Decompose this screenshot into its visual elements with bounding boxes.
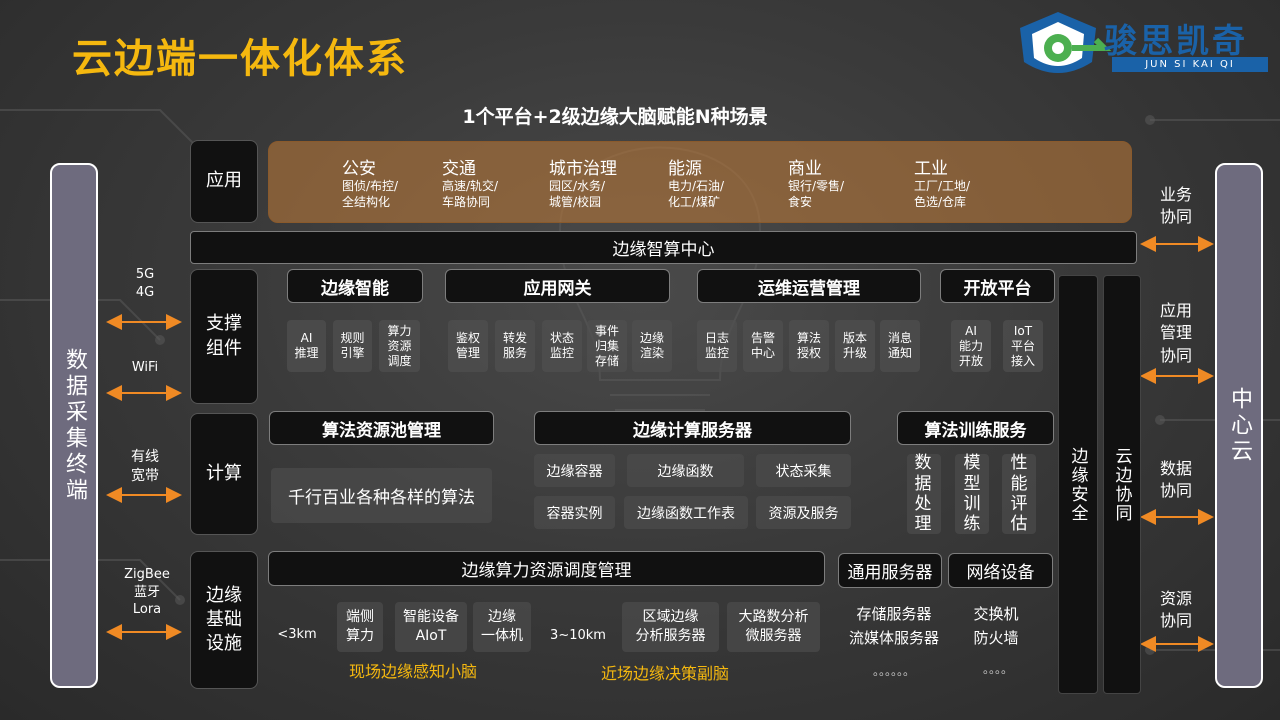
edge-server-item: 边缘容器 xyxy=(534,454,615,487)
cloud-edge-label: 云边协同 xyxy=(1111,446,1132,523)
training-item-label: 数据 处理 xyxy=(914,453,934,535)
app-name: 商业 xyxy=(788,159,822,179)
edge-security-label: 边缘安全 xyxy=(1067,446,1088,523)
training-item-label: 性能 评估 xyxy=(1010,453,1028,535)
near-item: 边缘 一体机 xyxy=(473,602,531,652)
app-desc: 电力/石油/ 化工/煤矿 xyxy=(668,179,725,209)
support-chip: AI 推理 xyxy=(287,320,326,372)
logo-text: 骏思凯奇 xyxy=(1104,21,1248,60)
network-list-more: 。。。。 xyxy=(982,662,1013,676)
network-list: 交换机 防火墙 xyxy=(973,605,1019,647)
support-chip: 版本 升级 xyxy=(835,320,875,372)
page-title: 云边端一体化体系 xyxy=(72,36,408,82)
central-cloud-bar: 中心云 xyxy=(1215,163,1263,688)
support-chip: 状态 监控 xyxy=(542,320,582,372)
training-item-label: 模型 训练 xyxy=(963,453,981,535)
support-chip: 消息 通知 xyxy=(880,320,920,372)
diagram-subtitle: 1个平台+2级边缘大脑赋能N种场景 xyxy=(462,106,768,128)
app-desc: 图侦/布控/ 全结构化 xyxy=(342,179,399,209)
far-edge-label: 近场边缘决策副脑 xyxy=(600,664,729,683)
layer-label-compute: 计算 xyxy=(190,413,258,535)
edge-security-bar: 边缘安全 xyxy=(1058,275,1098,694)
algorithm-training-header: 算法训练服务 xyxy=(897,411,1054,445)
app-industry: 工业 工厂/工地/ 色选/仓库 xyxy=(914,154,970,210)
algorithm-pool-header: 算法资源池管理 xyxy=(269,411,494,445)
support-chip: 算法 授权 xyxy=(789,320,829,372)
app-desc: 园区/水务/ 城管/校园 xyxy=(549,179,606,209)
app-commerce: 商业 银行/零售/ 食安 xyxy=(788,154,844,210)
general-server-header: 通用服务器 xyxy=(838,553,942,588)
app-traffic: 交通 高速/轨交/ 车路协同 xyxy=(442,154,498,210)
app-public-security: 公安 图侦/布控/ 全结构化 xyxy=(342,154,398,210)
support-chip: 鉴权 管理 xyxy=(448,320,488,372)
link-label-resource: 资源 协同 xyxy=(1159,589,1192,631)
layer-label-infra: 边缘 基础 设施 xyxy=(190,551,258,689)
support-header-open-platform: 开放平台 xyxy=(940,269,1055,303)
algorithm-pool-body: 千行百业各种各样的算法 xyxy=(271,468,492,523)
support-chip: AI 能力 开放 xyxy=(951,320,991,372)
near-range-label: <3km xyxy=(277,627,317,642)
link-label-data: 数据 协同 xyxy=(1159,459,1192,501)
near-item: 智能设备 AIoT xyxy=(395,602,467,652)
support-chip: 日志 监控 xyxy=(697,320,737,372)
edge-server-item: 状态采集 xyxy=(756,454,851,487)
support-chip: 转发 服务 xyxy=(495,320,535,372)
near-edge-label: 现场边缘感知小脑 xyxy=(348,662,477,681)
support-chip: 规则 引擎 xyxy=(333,320,372,372)
logo-subtext: JUN SI KAI QI xyxy=(1112,57,1268,72)
support-header-edge-intelligence: 边缘智能 xyxy=(287,269,423,303)
logo xyxy=(1020,12,1112,73)
data-terminal-bar: 数据采集终端 xyxy=(50,163,98,688)
app-name: 工业 xyxy=(914,159,948,179)
layer-label-support: 支撑 组件 xyxy=(190,269,258,404)
app-desc: 银行/零售/ 食安 xyxy=(788,179,845,209)
edge-server-header: 边缘计算服务器 xyxy=(534,411,851,445)
near-item: 端侧 算力 xyxy=(337,602,383,652)
link-label-broadband: 有线 宽带 xyxy=(131,449,159,484)
application-band xyxy=(268,141,1132,223)
training-item: 模型 训练 xyxy=(955,453,989,535)
link-label-5g: 5G 4G xyxy=(135,267,155,300)
cloud-edge-bar: 云边协同 xyxy=(1103,275,1141,694)
app-name: 能源 xyxy=(668,159,702,179)
link-label-zigbee: ZigBee 蓝牙 Lora xyxy=(124,567,170,618)
link-label-app-mgmt: 应用 管理 协同 xyxy=(1159,301,1192,365)
app-city-governance: 城市治理 园区/水务/ 城管/校园 xyxy=(549,154,617,210)
server-list: 存储服务器 流媒体服务器 xyxy=(848,605,939,647)
edge-server-item: 边缘函数工作表 xyxy=(624,496,748,529)
support-chip: 边缘 渲染 xyxy=(632,320,672,372)
app-energy: 能源 电力/石油/ 化工/煤矿 xyxy=(668,154,724,210)
app-desc: 工厂/工地/ 色选/仓库 xyxy=(914,179,971,209)
far-item: 区域边缘 分析服务器 xyxy=(622,602,719,652)
link-label-wifi: WiFi xyxy=(131,360,159,375)
link-label-business: 业务 协同 xyxy=(1159,185,1192,227)
training-item: 性能 评估 xyxy=(1002,453,1036,535)
support-header-ops-management: 运维运营管理 xyxy=(697,269,921,303)
layer-label-app: 应用 xyxy=(190,140,258,223)
app-name: 城市治理 xyxy=(549,159,617,179)
support-header-app-gateway: 应用网关 xyxy=(445,269,670,303)
far-range-label: 3~10km xyxy=(550,628,606,643)
edge-compute-center: 边缘智算中心 xyxy=(190,231,1137,264)
edge-server-item: 资源及服务 xyxy=(756,496,851,529)
support-chip: IoT 平台 接入 xyxy=(1003,320,1043,372)
compute-schedule-bar: 边缘算力资源调度管理 xyxy=(268,551,825,586)
app-desc: 高速/轨交/ 车路协同 xyxy=(442,179,499,209)
edge-server-item: 容器实例 xyxy=(534,496,615,529)
support-chip: 告警 中心 xyxy=(743,320,783,372)
support-chip: 事件 归集 存储 xyxy=(587,320,627,372)
app-name: 公安 xyxy=(342,159,376,179)
edge-server-item: 边缘函数 xyxy=(627,454,744,487)
far-item: 大路数分析 微服务器 xyxy=(727,602,820,652)
support-chip: 算力 资源 调度 xyxy=(379,320,420,372)
server-list-more: 。。。。。。 xyxy=(872,664,915,678)
training-item: 数据 处理 xyxy=(907,453,941,535)
network-device-header: 网络设备 xyxy=(948,553,1053,588)
app-name: 交通 xyxy=(442,159,476,179)
